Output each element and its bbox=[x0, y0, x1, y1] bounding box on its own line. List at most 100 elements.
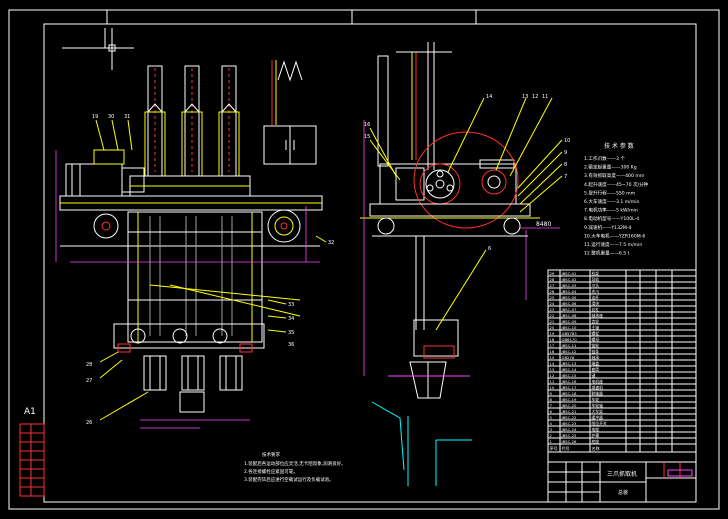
corner-mark bbox=[62, 28, 106, 49]
side-leader-label: 8 bbox=[564, 162, 567, 168]
parts-table-cell: JBSC-22 bbox=[561, 415, 578, 420]
parts-table-cell: 护罩 bbox=[592, 433, 600, 438]
parts-table-cell: 电机座 bbox=[592, 379, 604, 384]
parts-table-cell: JBSC-16 bbox=[561, 379, 578, 384]
side-leader-label: 16 bbox=[364, 122, 370, 128]
front-leader-label: 32 bbox=[328, 240, 334, 246]
parts-table-cell: 4 bbox=[550, 421, 553, 426]
parts-table-cell: 轴承 bbox=[592, 355, 600, 360]
parts-table-cell: JBSC-08 bbox=[561, 313, 578, 318]
parts-table-cell: JBSC-17 bbox=[561, 385, 578, 390]
parts-table-cell: 滑块 bbox=[592, 301, 600, 306]
side-mast bbox=[377, 42, 452, 170]
front-leader-label: 26 bbox=[86, 420, 92, 426]
parts-table-cell: GB5783 bbox=[562, 331, 578, 336]
parts-table-cell: 10 bbox=[550, 385, 555, 390]
parts-table-cell: 链轮 bbox=[592, 343, 600, 348]
parts-table-cell: 大车架 bbox=[592, 409, 604, 414]
parts-table-cell: JBSC-09 bbox=[561, 319, 578, 324]
parts-table-cell: 6 bbox=[550, 409, 553, 414]
side-leader-label: 10 bbox=[564, 138, 570, 144]
side-leader-label: 7 bbox=[564, 174, 567, 180]
tech-param-row: 6.大车速度——3.1 m/min bbox=[584, 198, 639, 205]
parts-table-cell: 联轴器 bbox=[592, 391, 604, 396]
parts-table-cell: JBSC-05 bbox=[561, 295, 578, 300]
parts-table-cell: JBSC-03 bbox=[561, 283, 578, 288]
front-dimensions bbox=[55, 150, 320, 429]
tech-params: 技 术 参 数 1.工作爪数——3 个2.额定起重量——300 Kg3.有效抓取… bbox=[584, 142, 649, 257]
parts-table-cell: JBSC-12 bbox=[561, 349, 578, 354]
parts-table-cell: JBSC-04 bbox=[561, 289, 578, 294]
parts-table-cell: JBSC-26 bbox=[561, 439, 578, 444]
parts-table-cell: JBSC-02 bbox=[561, 277, 578, 282]
parts-table-cell: 螺栓 bbox=[592, 331, 600, 336]
parts-table-header: 名称 bbox=[592, 445, 600, 451]
control-cabinet bbox=[263, 125, 317, 165]
parts-table-cell: 21 bbox=[550, 319, 555, 324]
parts-table-cell: JBSC-07 bbox=[561, 307, 578, 312]
parts-table-cell: 18 bbox=[550, 337, 555, 342]
parts-table-cell: 15 bbox=[550, 355, 555, 360]
parts-table-cell: 套筒 bbox=[592, 367, 600, 372]
gripper-bar bbox=[113, 323, 265, 353]
travel-wheels bbox=[60, 209, 320, 247]
tech-param-row: 1.工作爪数——3 个 bbox=[584, 155, 625, 162]
notes-title: 技术要求 bbox=[262, 451, 280, 458]
tech-param-row: 12.整机重量——6.5 t bbox=[584, 250, 630, 257]
inner-frame bbox=[43, 23, 697, 503]
parts-table-cell: 限位开关 bbox=[592, 421, 607, 426]
parts-table-cell: 丝杠 bbox=[592, 307, 600, 312]
outer-frame bbox=[8, 9, 720, 510]
parts-table-cell: JBSC-23 bbox=[561, 421, 578, 426]
parts-table-cell: 9 bbox=[550, 391, 553, 396]
parts-table-cell: 链条 bbox=[592, 349, 600, 354]
parts-table-cell: 导轨 bbox=[592, 277, 600, 282]
parts-table-cell: 键 bbox=[592, 373, 596, 378]
parts-table-header: 代号 bbox=[562, 445, 570, 451]
front-leaders: 19 30 31 32 33 34 35 36 27 28 26 bbox=[86, 114, 334, 426]
parts-table-cell: 29 bbox=[550, 271, 555, 276]
drawing-name: 三爪抓取机 bbox=[607, 470, 637, 478]
parts-table-cell: 底座 bbox=[592, 439, 600, 444]
parts-table-cell: 1 bbox=[550, 439, 553, 444]
parts-table-cell: JBSC-20 bbox=[561, 403, 578, 408]
side-leader-label: 14 bbox=[486, 94, 492, 100]
side-rail bbox=[360, 203, 540, 237]
parts-table-cell: JBSC-13 bbox=[561, 361, 578, 366]
tech-param-row: 8.电动机型号——Y100L-4 bbox=[584, 215, 639, 222]
side-leader-label: 11 bbox=[542, 94, 548, 100]
parts-table-cell: JBSC-06 bbox=[561, 301, 578, 306]
parts-table-cell: 19 bbox=[550, 331, 555, 336]
parts-table-cell: JBSC-18 bbox=[561, 391, 578, 396]
parts-table-cell: 减速机 bbox=[592, 385, 604, 390]
parts-table-cell: 28 bbox=[550, 277, 555, 282]
parts-table-cell: 24 bbox=[550, 301, 555, 306]
parts-table-cell: 主轴 bbox=[592, 325, 600, 330]
front-leader-label: 27 bbox=[86, 378, 92, 384]
lower-frame bbox=[127, 211, 301, 343]
side-gearbox bbox=[379, 131, 519, 229]
parts-table-cell: 23 bbox=[550, 307, 555, 312]
front-leader-label: 31 bbox=[124, 114, 130, 120]
side-leaders: 16 15 14 13 12 11 10 9 8 7 6 bbox=[364, 94, 570, 331]
side-hoist bbox=[388, 236, 470, 399]
parts-table-cell: 2 bbox=[550, 433, 553, 438]
parts-table-cell: 爪头 bbox=[592, 283, 600, 288]
parts-table-cell: 16 bbox=[550, 349, 555, 354]
tech-param-row: 3.有效抓取高度——400 mm bbox=[584, 172, 645, 179]
parts-table-cell: 齿轮 bbox=[592, 319, 600, 324]
parts-table-cell: 14 bbox=[550, 361, 555, 366]
parts-table-cell: 27 bbox=[550, 283, 555, 288]
front-leader-label: 30 bbox=[108, 114, 114, 120]
parts-table-cell: 3 bbox=[550, 427, 553, 432]
parts-table-cell: 22 bbox=[550, 313, 555, 318]
front-leader-label: 19 bbox=[92, 114, 98, 120]
tech-param-row: 2.额定起重量——300 Kg bbox=[584, 164, 637, 171]
tech-param-row: 5.提升行程——550 mm bbox=[584, 189, 636, 196]
parts-table-cell: 缓冲器 bbox=[592, 415, 604, 420]
side-leader-label: 6 bbox=[488, 246, 491, 252]
front-view: 19 30 31 32 33 34 35 36 27 28 26 技术要求 1.… bbox=[55, 28, 346, 483]
front-leader-label: 34 bbox=[288, 316, 294, 322]
parts-table-cell: 车轮 bbox=[592, 397, 600, 402]
